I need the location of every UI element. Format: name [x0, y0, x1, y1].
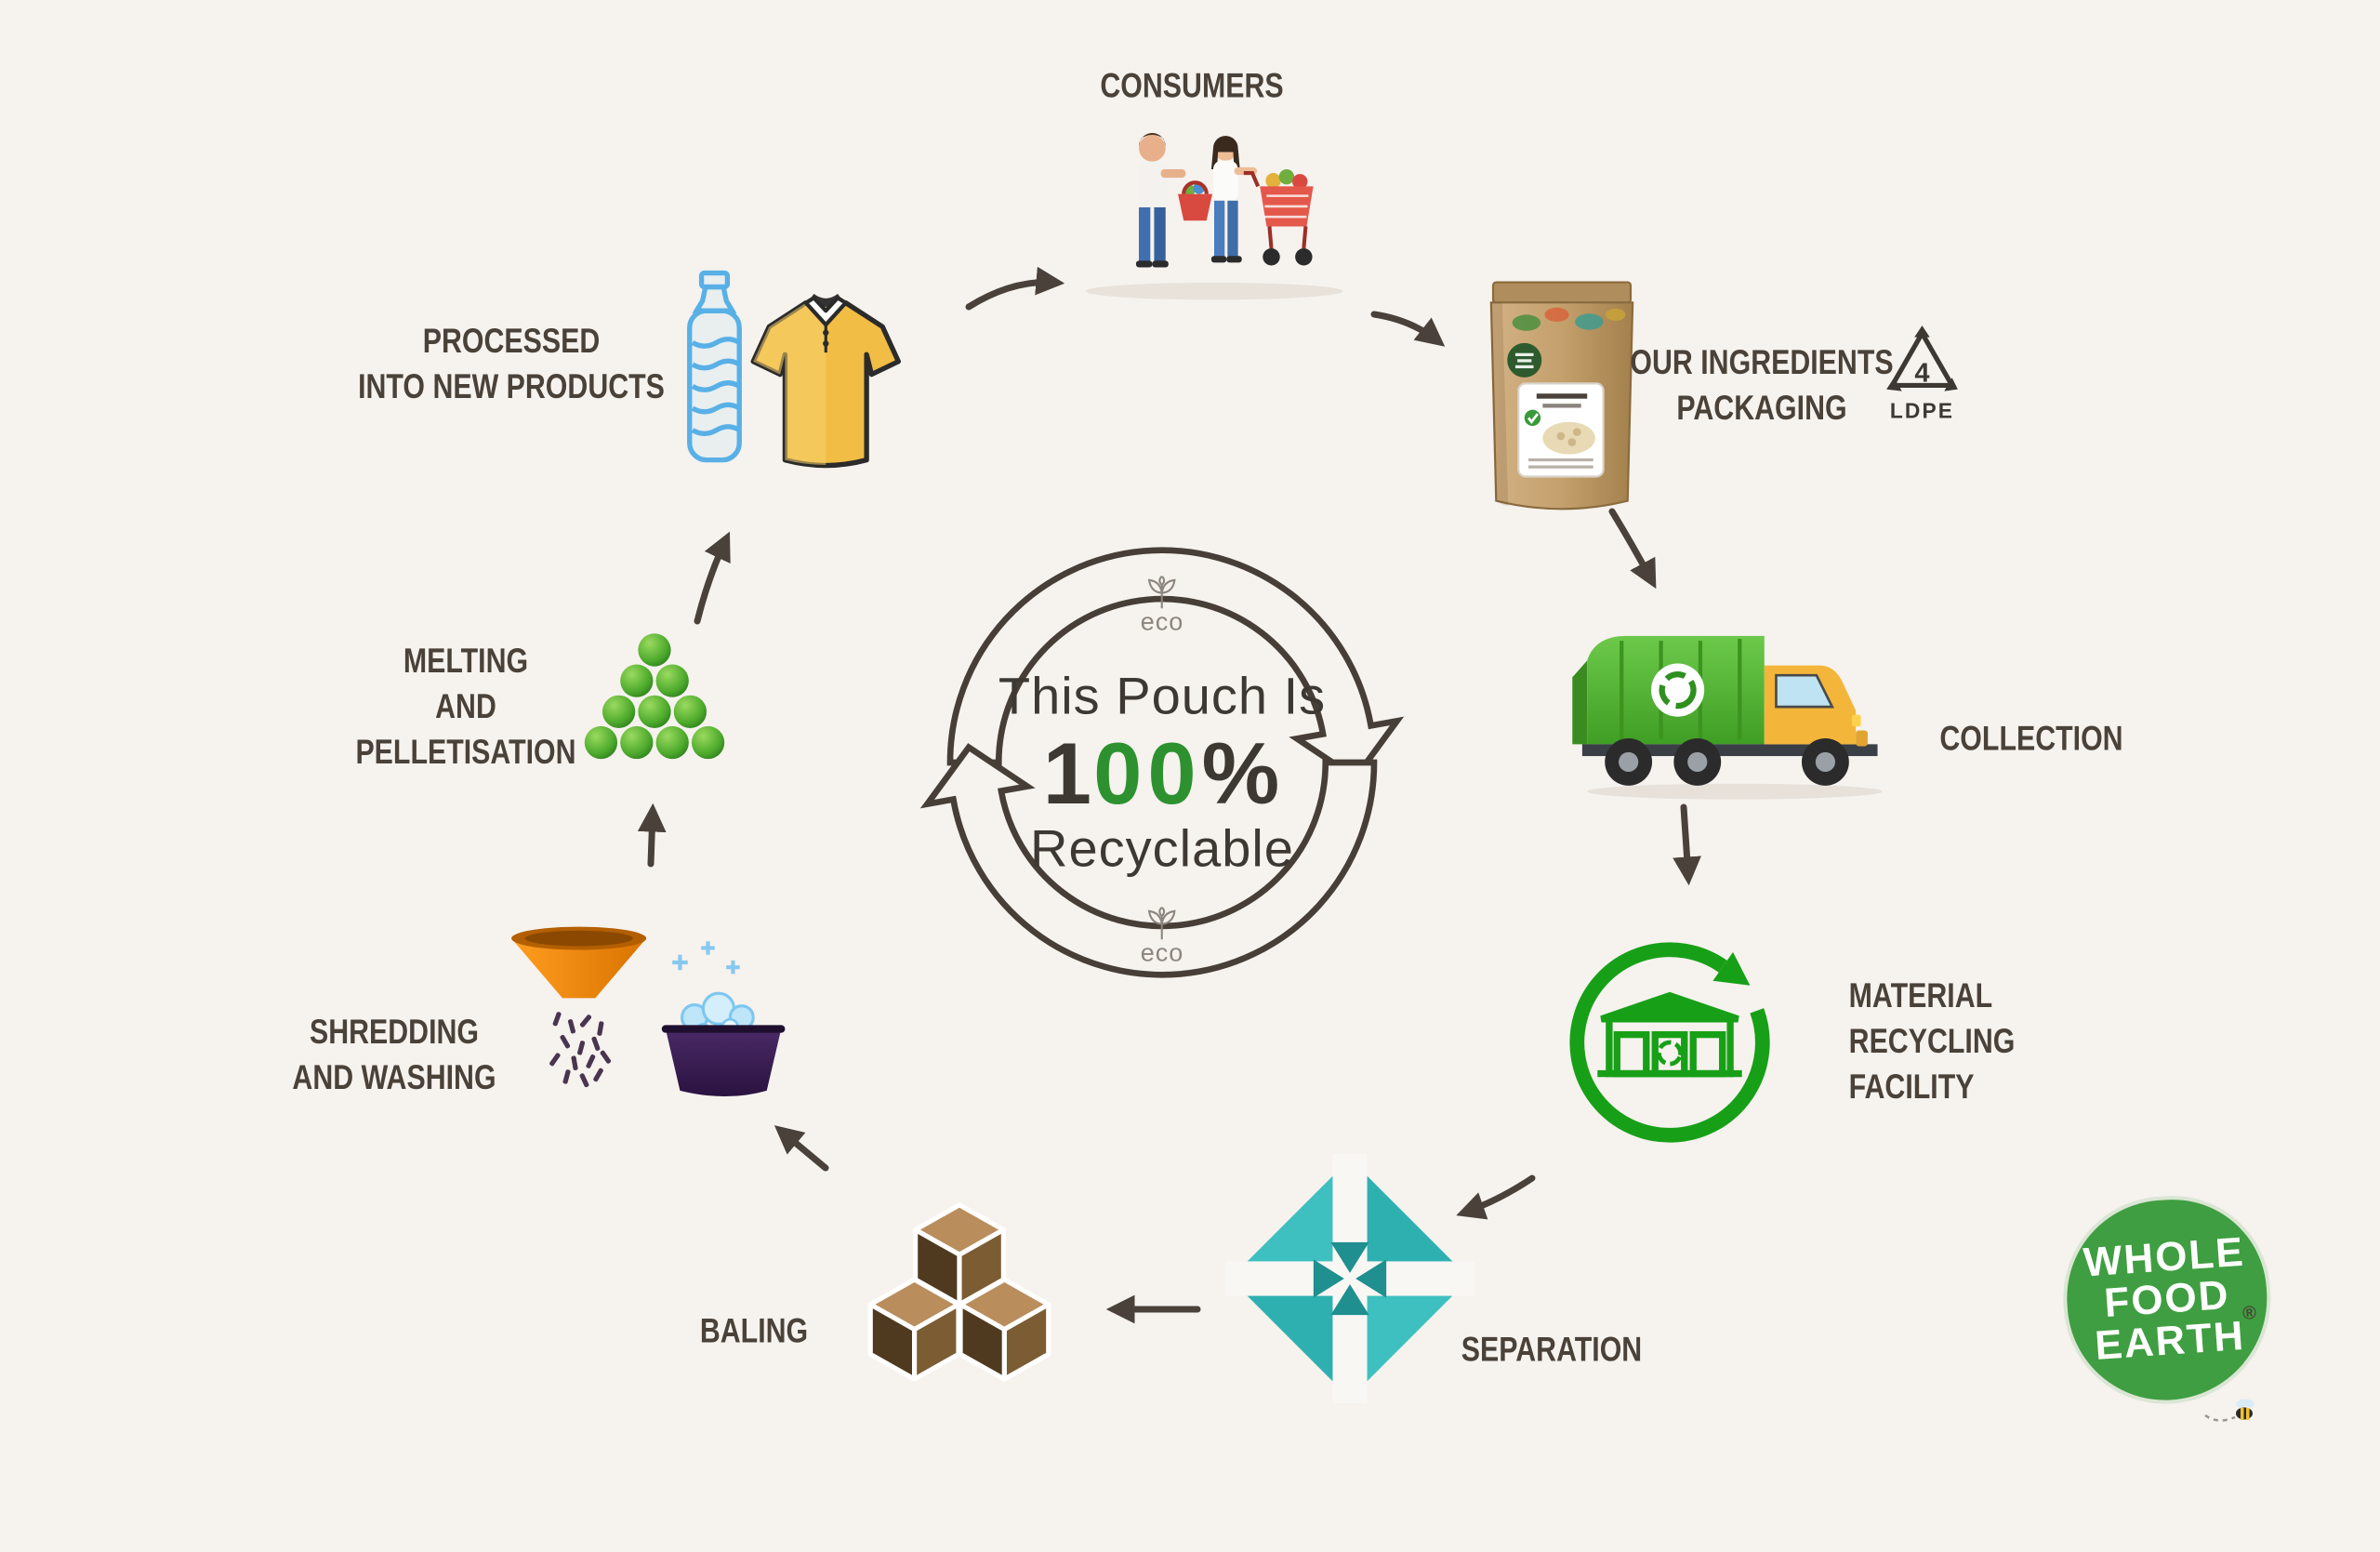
sparkles [672, 941, 740, 975]
shreds [549, 1012, 612, 1088]
percent-sign: % [1201, 724, 1282, 822]
recycling-facility-icon [1553, 925, 1787, 1160]
ldpe-recycling-icon: 4 LDPE [1876, 322, 1969, 426]
eco-leaf-icon [1148, 576, 1176, 609]
eco-label: eco [1140, 607, 1184, 636]
label-processed: PROCESSED INTO NEW PRODUCTS [358, 322, 665, 405]
registered-mark: ® [2241, 1303, 2259, 1325]
arrow-collection-to-mrf [1673, 803, 1701, 886]
arrow-melting-to-products [694, 531, 731, 625]
recycle-icon [1659, 671, 1697, 710]
water-bottle-icon [687, 270, 742, 463]
bales-icon [830, 1191, 1089, 1398]
arrow-baling-to-shredding [774, 1125, 829, 1172]
garbage-truck-icon [1567, 606, 1902, 803]
label-melting: MELTING AND PELLETISATION [355, 641, 576, 771]
eco-badge-top: eco [1140, 576, 1184, 637]
bee-icon [2204, 1399, 2254, 1422]
label-consumers: CONSUMERS [1100, 66, 1284, 105]
label-baling: BALING [699, 1311, 809, 1350]
arrow-consumers-to-packaging [1370, 311, 1446, 347]
eco-badge-bottom: eco [1140, 907, 1184, 968]
bottle-shirt-icon [640, 265, 919, 494]
brand-logo: WHOLE FOOD EARTH® [2060, 1193, 2274, 1407]
eco-label: eco [1140, 938, 1184, 967]
shopping-cart-icon [1243, 168, 1314, 266]
arrow-shredding-to-melting [637, 803, 667, 868]
consumers-illustration [1070, 114, 1358, 305]
separation-icon [1225, 1154, 1474, 1403]
arrow-products-to-consumers [965, 266, 1065, 311]
arrow-packaging-to-collection [1608, 508, 1657, 590]
center-percent: 100% [1043, 723, 1281, 824]
eco-leaf-icon [1148, 907, 1176, 940]
label-mrf: MATERIAL RECYCLING FACILITY [1848, 975, 2016, 1106]
shredder-washing-icon [487, 909, 796, 1121]
percent-zeros: 00 [1093, 724, 1202, 822]
ldpe-number: 4 [1914, 358, 1929, 388]
cycle-arrows-icon [897, 497, 1427, 1028]
pouch-icon [1476, 264, 1648, 517]
label-packaging: OUR INGREDIENTS PACKAGING [1630, 343, 1894, 427]
logo-line3: EARTH® [2093, 1303, 2259, 1369]
percent-one: 1 [1042, 724, 1094, 822]
center-text-line3: Recyclable [1030, 818, 1294, 878]
label-separation: SEPARATION [1461, 1330, 1643, 1369]
label-collection: COLLECTION [1939, 719, 2123, 758]
pellets-icon [567, 626, 742, 780]
facility-building-icon [1597, 991, 1742, 1078]
shirt-icon [750, 294, 902, 469]
ldpe-code: LDPE [1890, 399, 1954, 423]
center-text-line1: This Pouch Is [998, 666, 1327, 725]
label-shredding: SHREDDING AND WASHING [292, 1013, 496, 1096]
